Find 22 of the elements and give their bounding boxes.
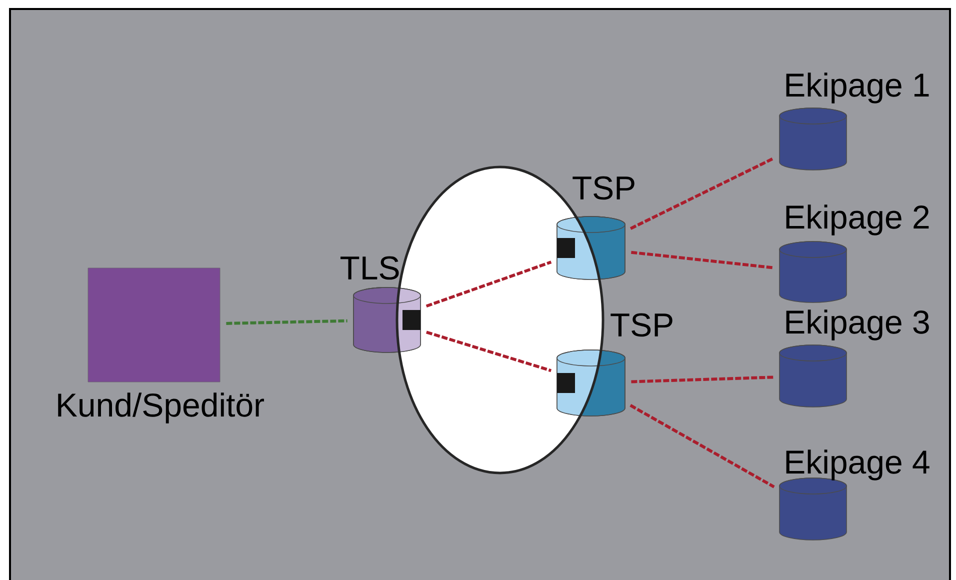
cylinder [556,216,626,280]
cylinder [556,350,626,416]
cylinder [779,241,847,303]
node-label: Ekipage 4 [786,450,930,480]
process-box [88,268,220,382]
node-label: TSP [610,313,672,337]
node-label: Kund/Speditör [58,392,264,424]
connector-line [226,319,348,325]
connector-line [426,330,552,372]
node-label: Ekipage 2 [786,204,929,236]
connector-line [631,376,774,384]
node-label: Ekipage 1 [786,72,929,104]
connector-line [631,250,774,270]
cylinder [779,108,847,170]
cylinder [353,287,421,353]
cylinder [779,344,847,408]
node-label: TLS [340,256,399,280]
connector-line [630,404,775,488]
node-label: Ekipage 3 [786,310,929,340]
node-label: TSP [572,176,634,200]
connector-line [630,156,775,230]
connector-line [426,260,552,308]
